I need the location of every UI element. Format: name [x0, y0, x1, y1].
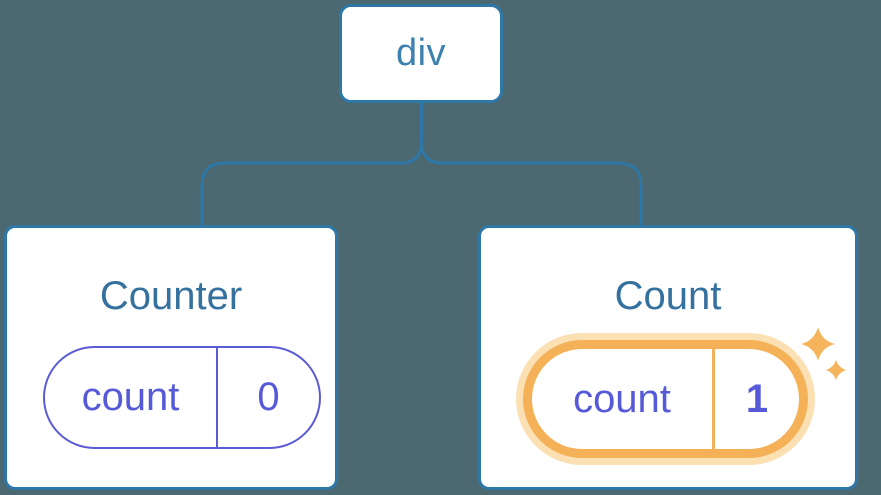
state-pill-highlighted: count 1: [516, 333, 815, 465]
state-value: 0: [257, 375, 280, 419]
pill-divider: [216, 348, 218, 447]
card-count: Count count 1: [478, 225, 858, 490]
sparkles-icon: [801, 327, 846, 380]
state-key-label: count: [81, 375, 180, 419]
card-title: Counter: [99, 274, 243, 318]
pill-divider: [712, 349, 715, 449]
root-node-label: div: [395, 32, 447, 74]
state-pill: count 1: [532, 349, 799, 449]
root-node: div: [339, 4, 503, 103]
state-pill: count 0: [43, 346, 321, 449]
card-counter: Counter count 0: [4, 225, 338, 490]
card-title: Count: [614, 274, 722, 318]
pill-highlight-ring: count 1: [523, 340, 808, 458]
state-value: 1: [745, 376, 769, 421]
state-key-label: count: [573, 376, 671, 421]
